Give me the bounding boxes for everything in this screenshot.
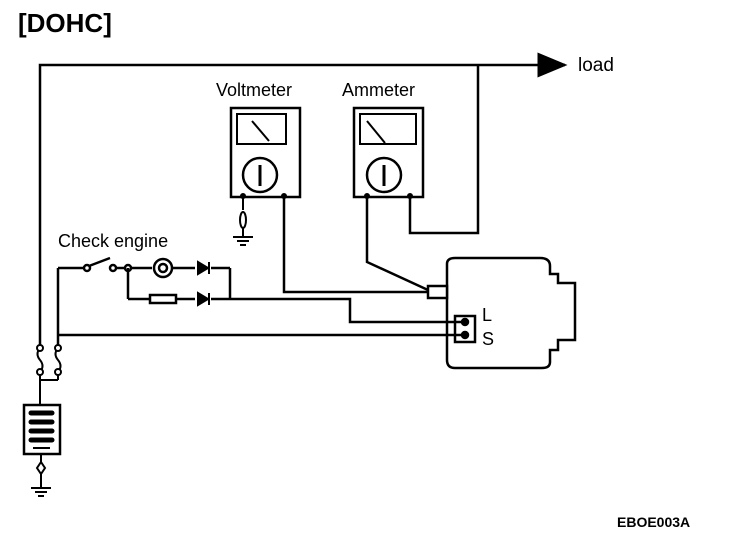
ammeter-label: Ammeter <box>342 80 415 100</box>
load-wire <box>38 52 568 345</box>
battery-ground <box>31 454 51 497</box>
voltmeter-positive-wire <box>282 196 428 294</box>
ammeter-load-wire <box>408 65 480 235</box>
diagram-title: [DOHC] <box>18 8 112 38</box>
alternator <box>426 256 577 370</box>
terminal-s-label: S <box>482 329 494 349</box>
battery <box>22 403 62 456</box>
diode-icons <box>197 260 210 307</box>
terminal-l-label: L <box>482 305 492 325</box>
check-engine-label: Check engine <box>58 231 168 251</box>
fusible-links <box>36 340 62 405</box>
voltmeter-label: Voltmeter <box>216 80 292 100</box>
ammeter <box>352 106 425 199</box>
l-terminal-wire <box>230 297 462 324</box>
voltmeter <box>229 106 302 199</box>
figure-code: EBOE003A <box>617 514 690 530</box>
check-engine-circuit <box>56 256 232 345</box>
load-label: load <box>578 55 614 76</box>
voltmeter-ground <box>233 196 253 246</box>
ammeter-alternator-wire <box>365 196 429 292</box>
